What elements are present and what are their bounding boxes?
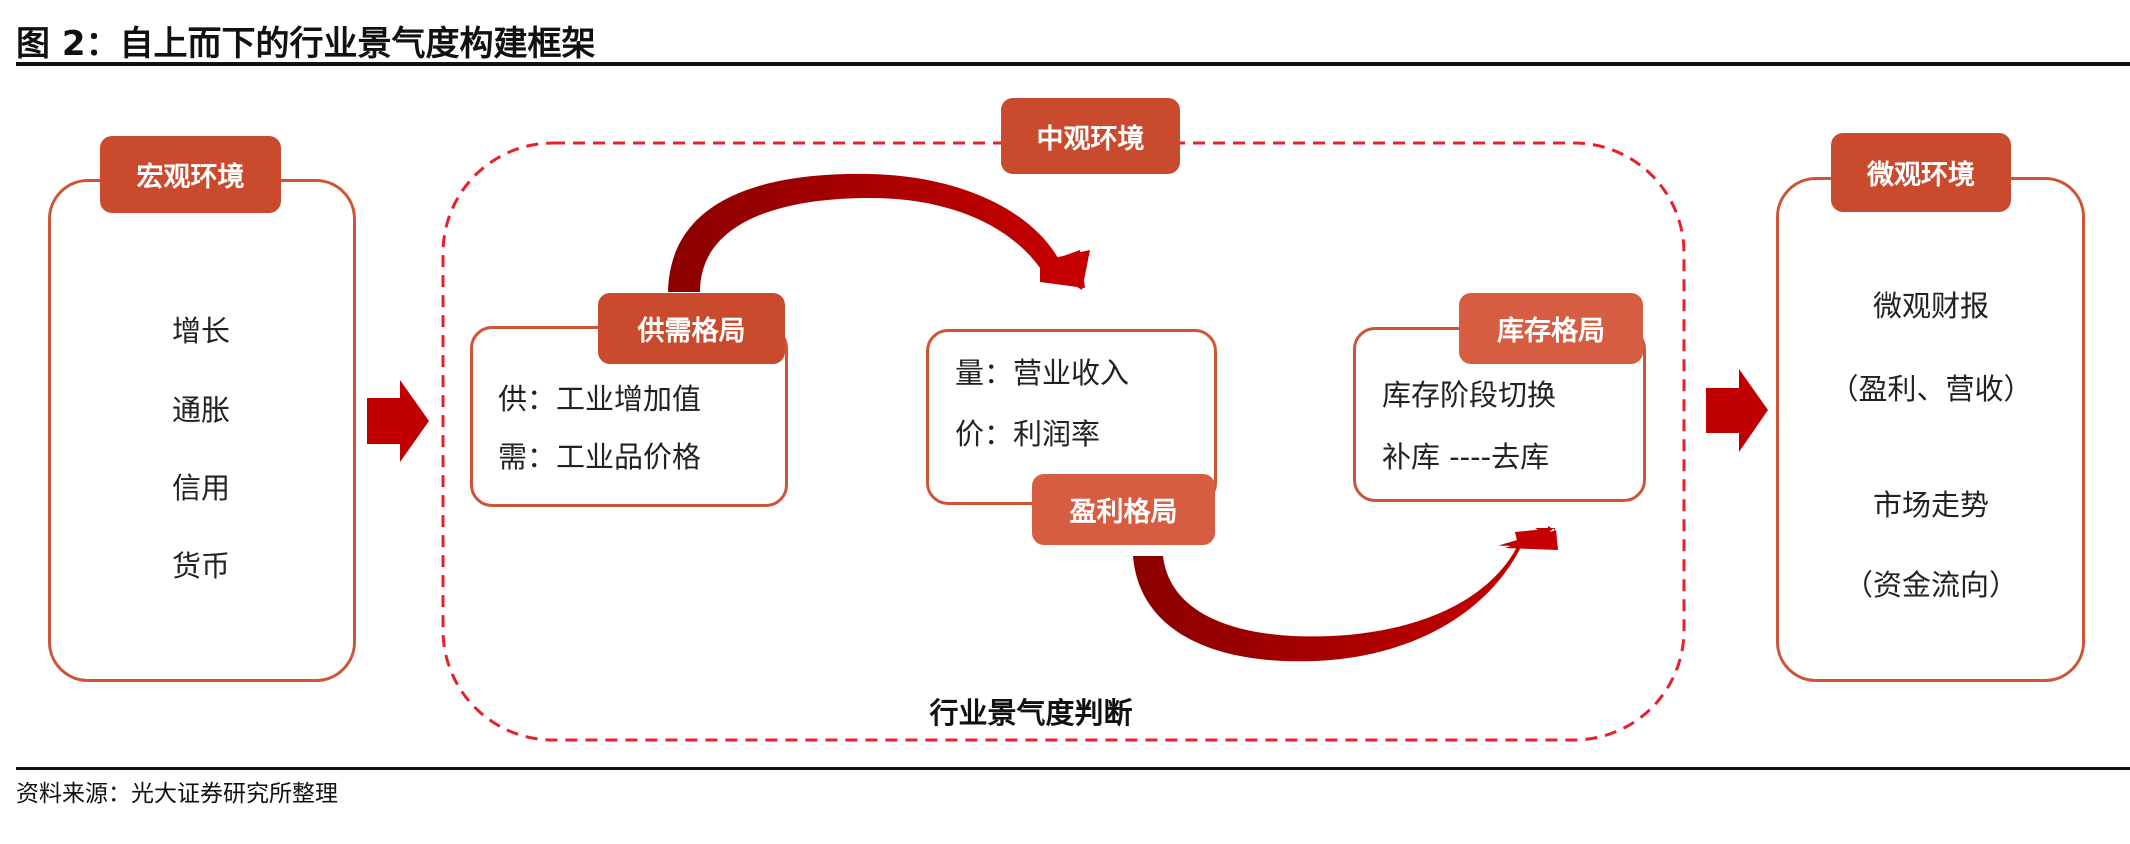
- macro-item: 信用: [171, 471, 231, 505]
- meso-footer: 行业景气度判断: [929, 696, 1133, 730]
- profit-label: 盈利格局: [1032, 474, 1215, 545]
- price-line: 价：利润率: [955, 417, 1101, 451]
- bottom-rule: [16, 767, 2130, 770]
- micro-item: （盈利、营收）: [1829, 372, 2033, 406]
- supply-line: 供：工业增加值: [498, 382, 702, 416]
- macro-item: 通胀: [171, 393, 231, 427]
- arrowhead-icon: [1498, 532, 1553, 546]
- micro-item: 市场走势: [1872, 488, 1990, 522]
- inventory-label: 库存格局: [1459, 293, 1643, 364]
- supply-demand-label: 供需格局: [598, 293, 785, 364]
- inventory-line: 库存阶段切换: [1382, 378, 1557, 412]
- figure-title: 图 2：自上而下的行业景气度构建框架: [16, 24, 596, 64]
- source-note: 资料来源：光大证券研究所整理: [16, 781, 338, 807]
- arrowhead-icon: [1036, 250, 1090, 290]
- meso-label: 中观环境: [1001, 98, 1180, 174]
- top-rule: [16, 62, 2130, 66]
- volume-line: 量：营业收入: [955, 356, 1130, 390]
- macro-item: 货币: [171, 549, 231, 583]
- curved-arrow-icon: [668, 173, 1085, 292]
- macro-label: 宏观环境: [100, 136, 281, 213]
- right-arrow-icon: [1706, 369, 1768, 452]
- micro-item: （资金流向）: [1843, 568, 2019, 602]
- demand-line: 需：工业品价格: [498, 440, 702, 474]
- micro-box: [1776, 177, 2085, 682]
- micro-item: 微观财报: [1872, 289, 1990, 323]
- inventory-line: 补库 ----去库: [1382, 440, 1550, 474]
- macro-box: [48, 179, 356, 682]
- macro-item: 增长: [171, 314, 231, 348]
- micro-label: 微观环境: [1831, 133, 2011, 212]
- right-arrow-icon: [367, 380, 429, 462]
